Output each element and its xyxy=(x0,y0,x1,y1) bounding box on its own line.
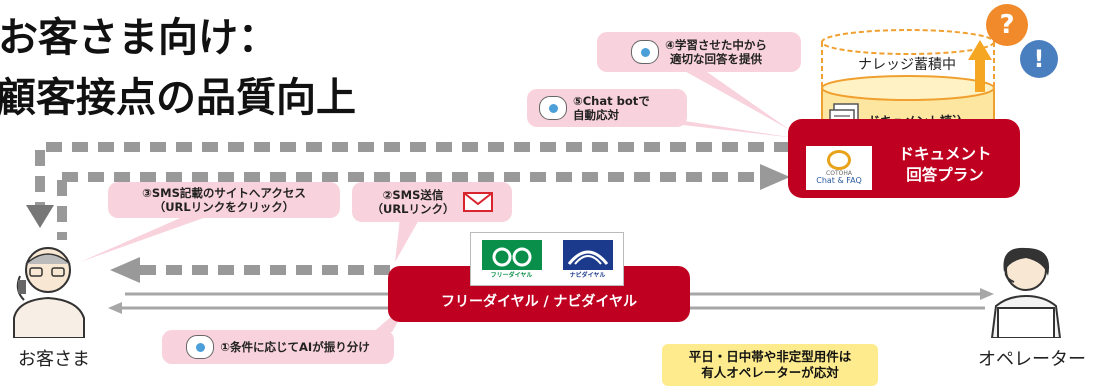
navi-dial-logo: ナビダイヤル xyxy=(562,239,613,279)
bubble2-tail xyxy=(395,218,420,262)
arrowhead-to-plan xyxy=(760,164,790,190)
step3-line-2: （URLリンクをクリック） xyxy=(153,200,295,214)
knowledge-label: ナレッジ蓄積中 xyxy=(858,57,956,73)
ai-brain-icon xyxy=(631,40,660,64)
bubble-step-5: ⑤Chat botで 自動応対 xyxy=(527,89,687,127)
title-line-1: お客さま向け： xyxy=(0,15,278,61)
bubble4-tail xyxy=(665,60,790,130)
bubble-step-1: ①条件に応じてAIが振り分け xyxy=(162,330,394,364)
ai-brain-icon xyxy=(539,96,567,120)
step2-line-1: ②SMS送信 xyxy=(382,187,444,202)
free-dial-logo: フリーダイヤル xyxy=(481,239,542,279)
free-dial-text: フリーダイヤル xyxy=(490,271,533,279)
step4-line-2: 適切な回答を提供 xyxy=(670,52,762,66)
bubble3-tail xyxy=(80,205,240,262)
customer-icon xyxy=(13,247,85,338)
operator-note-line-1: 平日・日中帯や非定型用件は xyxy=(688,348,852,364)
cotoha-logo-icon xyxy=(827,150,851,171)
step5-line-1: ⑤Chat botで xyxy=(573,93,650,108)
step3-line-1: ③SMS記載のサイトへアクセス xyxy=(142,185,306,200)
mail-icon xyxy=(462,192,493,212)
bubble-step-4: ④学習させた中から 適切な回答を提供 xyxy=(597,32,801,72)
operator-label: オペレーター xyxy=(978,349,1086,370)
dial-box-label: フリーダイヤル / ナビダイヤル xyxy=(440,294,638,310)
step2-line-2: （URLリンク） xyxy=(371,202,455,216)
cotoha-logo-text2: Chat & FAQ xyxy=(816,176,862,186)
bubble-step-3: ③SMS記載のサイトへアクセス （URLリンクをクリック） xyxy=(108,182,340,218)
dial-logos: フリーダイヤル ナビダイヤル xyxy=(470,232,624,286)
question-mark-icon: ? xyxy=(986,4,1028,46)
arrowhead-down-customer xyxy=(26,205,54,228)
exclamation-mark-icon: ! xyxy=(1020,40,1058,78)
operator-note-line-2: 有人オペレーターが応対 xyxy=(701,365,839,380)
title-line-2: 顧客接点の品質向上 xyxy=(0,75,356,121)
step5-line-2: 自動応対 xyxy=(573,108,619,122)
step1-text: ①条件に応じてAIが振り分け xyxy=(220,339,370,354)
cotoha-logo-text1: COTOHA xyxy=(826,170,852,178)
customer-label: お客さま xyxy=(18,349,90,370)
navi-dial-icon xyxy=(562,239,613,270)
navi-dial-text: ナビダイヤル xyxy=(569,271,606,279)
plan-line-1: ドキュメント xyxy=(898,145,992,163)
cotoha-logo: COTOHA Chat & FAQ xyxy=(806,146,872,190)
bubble-step-2: ②SMS送信 （URLリンク） xyxy=(352,182,512,222)
operator-icon xyxy=(990,247,1062,338)
ai-brain-icon xyxy=(186,335,215,359)
operator-note: 平日・日中帯や非定型用件は 有人オペレーターが応対 xyxy=(662,344,878,386)
free-dial-icon xyxy=(481,239,542,270)
arrowhead-to-customer xyxy=(110,257,140,283)
plan-box-text: ドキュメント 回答プラン xyxy=(880,144,1010,186)
plan-line-2: 回答プラン xyxy=(906,165,984,184)
step4-line-1: ④学習させた中から xyxy=(665,37,767,52)
